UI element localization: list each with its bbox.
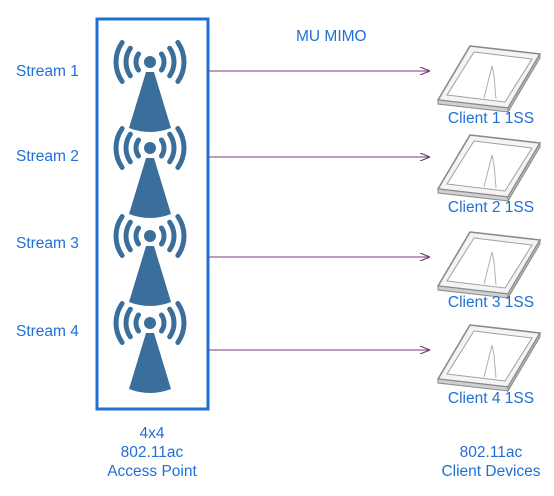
wifi-antenna-icon	[113, 39, 187, 132]
stream-label-2: Stream 2	[16, 148, 79, 165]
wifi-antenna-icon	[113, 125, 187, 218]
access-point-box	[95, 17, 210, 411]
access-point-caption: 4x4 802.11ac Access Point	[87, 424, 217, 481]
tablet-icon	[437, 134, 541, 203]
tablet-icon	[437, 231, 541, 300]
ap-caption-line-1: 4x4	[139, 425, 165, 442]
tablet-icon	[437, 45, 541, 114]
ap-caption-line-3: Access Point	[107, 463, 197, 480]
wifi-antenna-icon	[113, 213, 187, 306]
mu-mimo-title: MU MIMO	[296, 28, 367, 45]
stream-label-1: Stream 1	[16, 63, 79, 80]
client-label-4: Client 4 1SS	[447, 390, 535, 407]
ap-caption-line-2: 802.11ac	[120, 444, 184, 461]
stream-label-3: Stream 3	[16, 235, 79, 252]
devices-caption-line-1: 802.11ac	[459, 444, 523, 461]
tablet-icon	[437, 324, 541, 393]
client-devices-caption: 802.11ac Client Devices	[426, 443, 554, 481]
devices-caption-line-2: Client Devices	[441, 463, 541, 480]
wifi-antenna-icon	[113, 300, 187, 393]
client-label-2: Client 2 1SS	[447, 199, 535, 216]
client-label-1: Client 1 1SS	[447, 110, 535, 127]
stream-label-4: Stream 4	[16, 323, 79, 340]
client-label-3: Client 3 1SS	[447, 294, 535, 311]
